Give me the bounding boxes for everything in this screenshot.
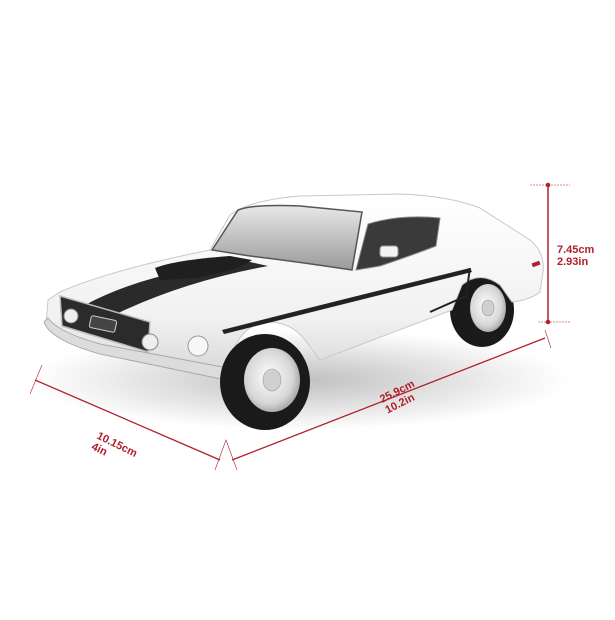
grille-emblem (88, 315, 118, 333)
hood-stripe (85, 262, 268, 318)
taillight (531, 260, 541, 268)
windshield (210, 204, 363, 271)
width-dimension-line (34, 379, 221, 461)
headlight-right (187, 335, 209, 357)
headlight-left (63, 308, 79, 324)
height-cm: 7.45cm (557, 244, 595, 256)
dimension-lines (29, 182, 570, 471)
length-dimension-line (231, 337, 546, 461)
height-in: 2.93in (557, 256, 589, 268)
hood-scoop (155, 256, 252, 280)
height-dimension-label: 7.45cm 2.93in (557, 244, 594, 268)
side-window (355, 216, 441, 271)
front-wheel (220, 334, 310, 430)
side-mirror (379, 245, 399, 258)
headlight-right-inner (141, 333, 159, 351)
side-stripe (222, 268, 472, 334)
